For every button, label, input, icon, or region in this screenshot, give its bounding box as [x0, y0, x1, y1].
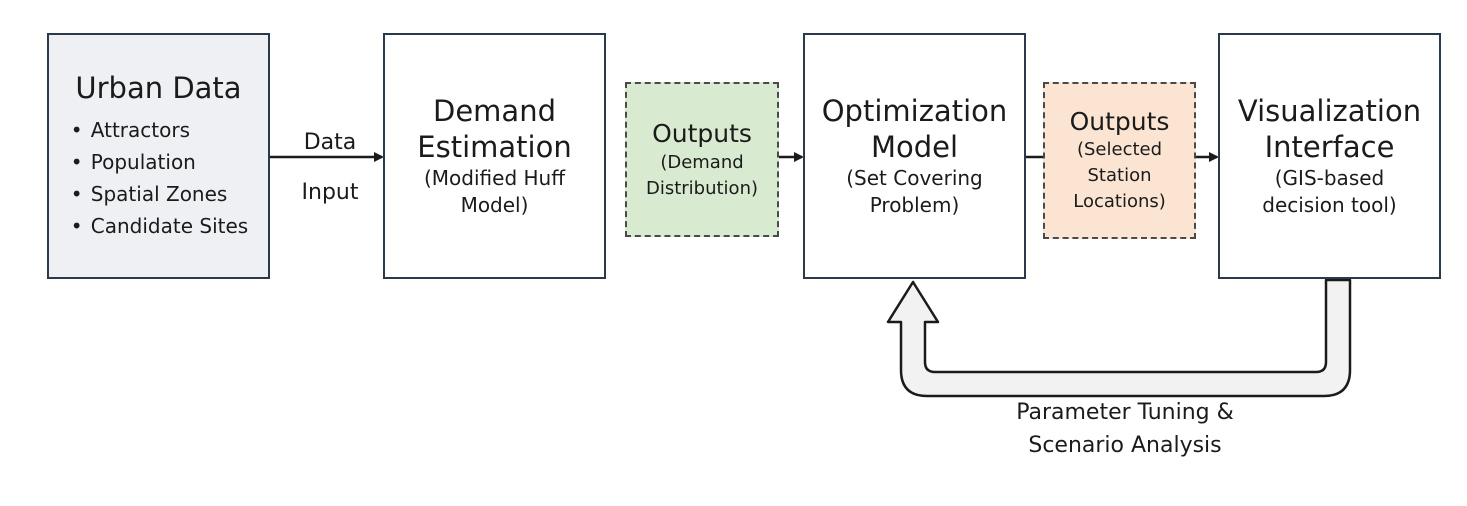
- visualization-interface-subtitle: (GIS-based decision tool): [1262, 166, 1397, 217]
- optimization-model-title: Optimization Model: [821, 94, 1008, 164]
- outputs-demand-title: Outputs: [652, 118, 752, 148]
- demand-estimation-subtitle: (Modified Huff Model): [424, 166, 565, 217]
- optimization-model-subtitle: (Set Covering Problem): [846, 166, 983, 217]
- feedback-loop-arrow: [886, 278, 1352, 398]
- urban-data-list: Attractors Population Spatial Zones Cand…: [69, 114, 248, 242]
- visualization-interface-box: Visualization Interface (GIS-based decis…: [1218, 33, 1441, 279]
- demand-estimation-box: Demand Estimation (Modified Huff Model): [383, 33, 606, 279]
- feedback-label: Parameter Tuning & Scenario Analysis: [1016, 400, 1234, 458]
- urban-data-title: Urban Data: [75, 71, 242, 105]
- data-input-label: Data Input: [301, 130, 359, 205]
- outputs-demand-box: Outputs (Demand Distribution): [625, 82, 779, 237]
- list-item: Candidate Sites: [69, 210, 248, 242]
- list-item: Attractors: [69, 114, 248, 146]
- list-item: Spatial Zones: [69, 178, 248, 210]
- visualization-interface-title: Visualization Interface: [1237, 94, 1422, 164]
- urban-data-box: Urban Data Attractors Population Spatial…: [47, 33, 270, 279]
- demand-estimation-title: Demand Estimation: [417, 94, 572, 164]
- outputs-stations-subtitle: (Selected Station Locations): [1073, 139, 1166, 212]
- optimization-model-box: Optimization Model (Set Covering Problem…: [803, 33, 1026, 279]
- outputs-demand-subtitle: (Demand Distribution): [645, 151, 759, 199]
- outputs-stations-box: Outputs (Selected Station Locations): [1043, 82, 1196, 239]
- list-item: Population: [69, 146, 248, 178]
- outputs-stations-title: Outputs: [1069, 107, 1170, 136]
